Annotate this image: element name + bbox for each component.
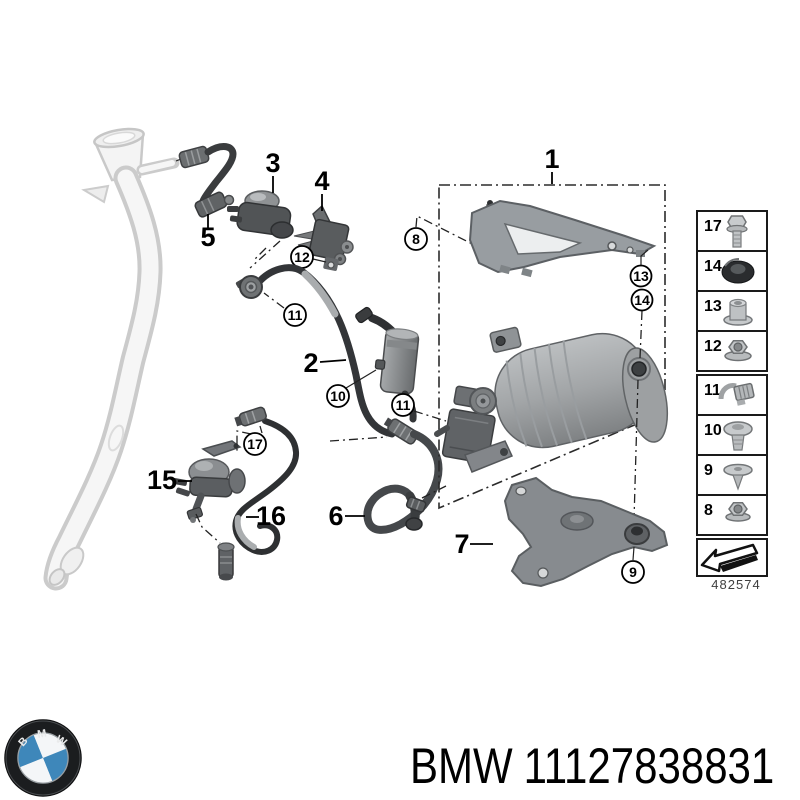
callout-2: 2 (303, 348, 347, 378)
part-1-pump (434, 385, 514, 473)
legend-item-8: 8 (696, 494, 768, 536)
bmw-logo: B M W (4, 719, 82, 797)
callout-7-label: 7 (454, 529, 469, 559)
bushing-sleeve-icon (723, 298, 753, 326)
legend-14-label: 14 (704, 258, 722, 275)
legend-item-17: 17 (696, 210, 768, 252)
callout-12-label: 12 (294, 249, 310, 265)
hex-bolt-icon (726, 215, 748, 248)
legend-panel: 17 14 13 (696, 210, 768, 592)
callout-11a-label: 11 (288, 307, 303, 323)
fuel-filler-pipe-ghost (43, 127, 180, 591)
callout-7: 7 (454, 529, 493, 559)
callout-10-label: 10 (330, 388, 346, 404)
callout-circled-17: 17 (236, 425, 388, 456)
legend-9-label: 9 (704, 462, 713, 479)
callout-9-label: 9 (629, 564, 637, 580)
retaining-clip-icon (718, 382, 755, 406)
brand-name: BMW (410, 738, 513, 794)
legend-item-11: 11 (696, 374, 768, 416)
part-number: 11127838831 (523, 738, 775, 794)
part-1-canister (489, 326, 669, 449)
callout-1-label: 1 (544, 144, 559, 174)
legend-13-label: 13 (704, 298, 722, 315)
callout-5-label: 5 (200, 222, 215, 252)
callout-15-label: 15 (147, 465, 177, 495)
legend-12-label: 12 (704, 338, 722, 355)
part-16-pipe (195, 406, 300, 581)
callout-circled-10: 10 (326, 369, 377, 408)
part-4-holder (293, 204, 354, 271)
leader-valve-to-banjo (249, 240, 281, 269)
callout-5: 5 (200, 214, 216, 252)
callout-13-label: 13 (633, 268, 649, 284)
push-rivet-icon (723, 421, 753, 451)
part-15-valve (172, 440, 246, 523)
callout-4: 4 (314, 166, 330, 211)
callout-circled-12: 12 (290, 245, 327, 269)
expansion-rivet-icon (723, 463, 753, 491)
legend-item-13: 13 (696, 290, 768, 332)
flange-nut-icon (725, 502, 751, 522)
callout-6-label: 6 (328, 501, 343, 531)
part-1-group-box (438, 184, 666, 510)
bmw-logo-letter-m: M (36, 728, 47, 741)
legend-11-label: 11 (704, 382, 721, 399)
legend-17-label: 17 (704, 218, 722, 235)
legend-10-label: 10 (704, 422, 722, 439)
callout-16-label: 16 (256, 501, 286, 531)
part-2-vent-pipe (235, 264, 396, 438)
callout-2-label: 2 (303, 348, 318, 378)
callout-circled-11b: 11 (391, 393, 447, 422)
callout-14-label: 14 (634, 292, 650, 308)
callout-circled-14: 14 (630, 288, 654, 521)
callout-circled-9: 9 (621, 546, 645, 584)
legend-item-12: 12 (696, 330, 768, 372)
flange-nut-icon (724, 340, 752, 362)
callout-1: 1 (544, 144, 560, 184)
rubber-grommet-icon (721, 258, 755, 284)
legend-item-14: 14 (696, 250, 768, 292)
legend-item-9: 9 (696, 454, 768, 496)
legend-8-label: 8 (704, 502, 713, 519)
part-7-shield (503, 476, 669, 588)
part-6-vent-pipe (363, 430, 447, 534)
leader-valve-port (254, 247, 267, 260)
callout-17-label: 17 (247, 436, 263, 452)
dust-filter (355, 306, 420, 445)
callout-circled-11a: 11 (263, 292, 307, 327)
part-1-bracket (468, 199, 657, 278)
callout-circled-13: 13 (629, 249, 653, 288)
diagram-code: 482574 (711, 577, 760, 592)
callout-3: 3 (265, 148, 281, 193)
callout-11b-label: 11 (396, 397, 411, 413)
part-5-vent-valve (175, 143, 237, 218)
part-3-valve (227, 190, 294, 239)
callout-6: 6 (328, 501, 365, 531)
callout-4-label: 4 (314, 166, 329, 196)
legend-direction-cell (696, 538, 768, 577)
block-arrow-left-icon (700, 543, 759, 573)
callout-circled-8: 8 (404, 214, 489, 253)
callout-15: 15 (147, 465, 192, 495)
callout-8-label: 8 (412, 231, 420, 247)
callout-16: 16 (246, 501, 286, 531)
legend-item-10: 10 (696, 414, 768, 456)
callout-3-label: 3 (265, 148, 280, 178)
